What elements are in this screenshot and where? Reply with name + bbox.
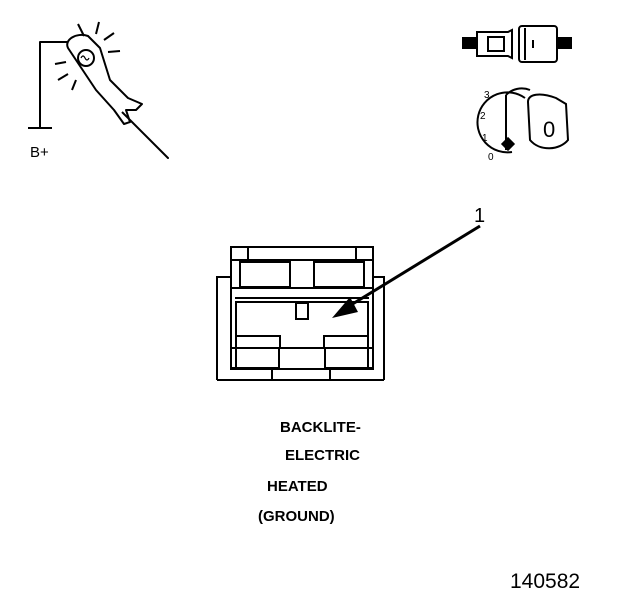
disconnected-connector-icon [462, 25, 572, 63]
caption-line-4: (GROUND) [258, 508, 335, 525]
callout-number: 1 [474, 205, 485, 227]
ignition-position-0: 0 [488, 152, 494, 163]
figure-id: 140582 [510, 570, 580, 593]
ignition-position-2: 2 [480, 111, 486, 122]
caption-line-2: ELECTRIC [285, 447, 360, 464]
ignition-position-3: 3 [484, 90, 490, 101]
callout-arrow [332, 224, 481, 318]
test-light-icon [28, 21, 169, 159]
ground-label: B+ [30, 144, 49, 161]
ignition-position-1: 1 [482, 133, 488, 144]
connector-face [216, 246, 385, 381]
caption-line-3: HEATED [267, 478, 328, 495]
ignition-switch-icon [476, 87, 570, 154]
ignition-key-label: 0 [543, 117, 555, 142]
caption-line-1: BACKLITE- [280, 419, 361, 436]
